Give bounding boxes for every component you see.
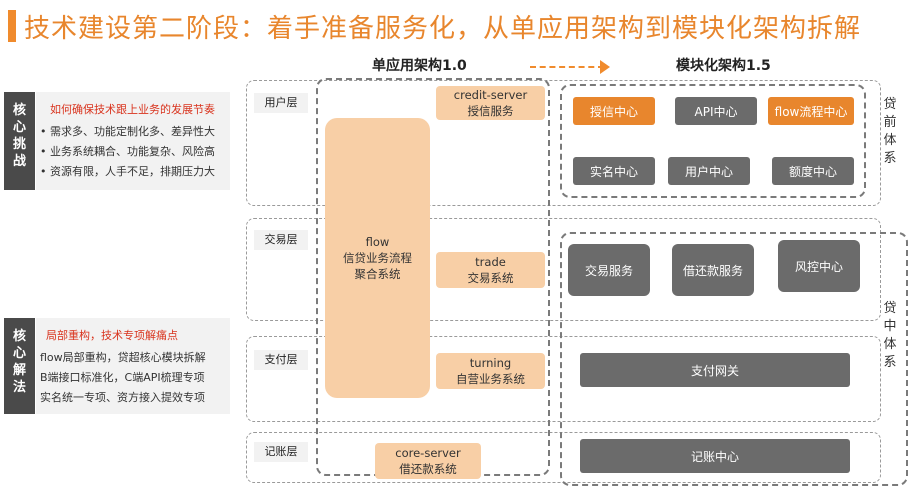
header-monolith: 单应用架构1.0 xyxy=(372,58,467,74)
module-repay-service: 借还款服务 xyxy=(672,244,754,296)
solution-heading: 局部重构，技术专项解痛点 xyxy=(46,329,178,342)
challenge-heading: 如何确保技术跟上业务的发展节奏 xyxy=(50,103,215,116)
turning-block: turning 自营业务系统 xyxy=(436,353,545,389)
page-title: 技术建设第二阶段：着手准备服务化，从单应用架构到模块化架构拆解 xyxy=(24,14,862,44)
challenge-tab: 核 心 挑 战 xyxy=(4,92,35,190)
solution-item: 实名统一专项、资方接入提效专项 xyxy=(40,391,205,404)
pre-loan-label-char: 体 xyxy=(883,133,897,148)
layer-row-user xyxy=(246,80,881,206)
migration-arrow-line xyxy=(530,66,604,68)
solution-item: B端接口标准化，C端API梳理专项 xyxy=(40,371,205,384)
credit-server-name: credit-server xyxy=(453,88,528,102)
trade-name: trade xyxy=(475,255,506,269)
solution-tab-char: 心 xyxy=(12,346,26,361)
challenge-item: 需求多、功能定制化多、差异性大 xyxy=(50,125,215,138)
core-server-name: core-server xyxy=(395,446,461,460)
bullet-icon: • xyxy=(40,145,47,158)
module-risk-center: 风控中心 xyxy=(778,240,860,292)
bullet-icon: • xyxy=(40,125,47,138)
solution-tab-char: 法 xyxy=(12,380,26,395)
flow-block-line: 信贷业务流程 xyxy=(343,251,412,265)
title-accent-bar xyxy=(8,10,16,42)
mid-loan-label-char: 贷 xyxy=(883,301,897,316)
credit-server-desc: 授信服务 xyxy=(467,104,514,118)
pre-loan-system-label: 贷 前 体 系 xyxy=(880,96,900,168)
solution-tab-char: 解 xyxy=(12,363,26,378)
challenge-tab-char: 核 xyxy=(12,103,26,118)
solution-panel: 局部重构，技术专项解痛点 flow局部重构，贷超核心模块拆解 B端接口标准化，C… xyxy=(36,318,230,414)
module-trade-service: 交易服务 xyxy=(568,244,650,296)
module-flow-center: flow流程中心 xyxy=(768,97,854,125)
header-modular: 模块化架构1.5 xyxy=(676,58,771,74)
challenge-item: 业务系统耦合、功能复杂、风险高 xyxy=(50,145,215,158)
trade-desc: 交易系统 xyxy=(467,271,514,285)
turning-name: turning xyxy=(469,356,512,370)
pre-loan-label-char: 系 xyxy=(883,151,897,166)
module-payment-gateway: 支付网关 xyxy=(580,353,850,387)
mid-loan-label-char: 中 xyxy=(883,319,897,334)
module-identity-center: 实名中心 xyxy=(573,157,655,185)
module-user-center: 用户中心 xyxy=(668,157,750,185)
flow-block-line: 聚合系统 xyxy=(354,267,401,281)
mid-loan-label-char: 系 xyxy=(883,355,897,370)
module-quota-center: 额度中心 xyxy=(772,157,854,185)
trade-block: trade 交易系统 xyxy=(436,252,545,288)
pre-loan-label-char: 前 xyxy=(883,115,897,130)
solution-tab-char: 核 xyxy=(12,329,26,344)
mid-loan-system-label: 贷 中 体 系 xyxy=(880,300,900,372)
challenge-tab-char: 挑 xyxy=(12,137,26,152)
layer-label-ledger: 记账层 xyxy=(254,442,308,462)
module-credit-center: 授信中心 xyxy=(573,97,655,125)
challenge-tab-char: 战 xyxy=(12,154,26,169)
layer-row-payment xyxy=(246,336,881,422)
migration-arrow-head-icon xyxy=(600,60,610,74)
bullet-icon: • xyxy=(40,165,47,178)
pre-loan-group xyxy=(560,84,866,198)
module-api-center: API中心 xyxy=(675,97,757,125)
mid-loan-label-char: 体 xyxy=(883,337,897,352)
mid-loan-group xyxy=(560,232,908,486)
solution-item: flow局部重构，贷超核心模块拆解 xyxy=(40,351,206,364)
core-server-block: core-server 借还款系统 xyxy=(375,443,481,479)
solution-tab: 核 心 解 法 xyxy=(4,318,35,414)
challenge-item: 资源有限，人手不足，排期压力大 xyxy=(50,165,215,178)
pre-loan-label-char: 贷 xyxy=(883,97,897,112)
challenge-tab-char: 心 xyxy=(12,120,26,135)
core-server-desc: 借还款系统 xyxy=(399,462,457,476)
layer-label-trade: 交易层 xyxy=(254,230,308,250)
layer-label-payment: 支付层 xyxy=(254,350,308,370)
flow-block-line: flow xyxy=(365,235,390,249)
credit-server-block: credit-server 授信服务 xyxy=(436,86,545,120)
layer-row-trade xyxy=(246,218,881,321)
turning-desc: 自营业务系统 xyxy=(456,372,525,386)
module-ledger-center: 记账中心 xyxy=(580,439,850,473)
flow-aggregation-block: flow 信贷业务流程 聚合系统 xyxy=(325,118,430,398)
layer-label-user: 用户层 xyxy=(254,93,308,113)
challenge-panel: 如何确保技术跟上业务的发展节奏 • 需求多、功能定制化多、差异性大 • 业务系统… xyxy=(36,92,230,190)
